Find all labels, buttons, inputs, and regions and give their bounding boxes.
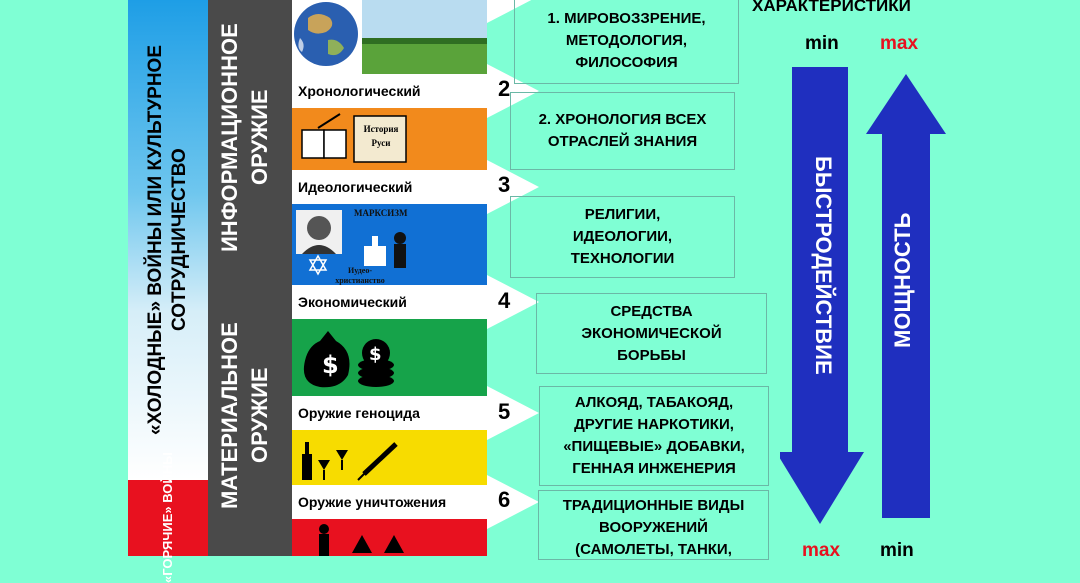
power-label: Мощность bbox=[890, 212, 915, 348]
book-history-illustration bbox=[301, 113, 407, 163]
description-box-5: Алкояд, табакояд, другие наркотики, «пищ… bbox=[539, 386, 769, 486]
priority-number-5: 5 bbox=[498, 399, 511, 424]
characteristics-arrows bbox=[780, 67, 946, 524]
characteristics-title: Характеристики bbox=[752, 0, 911, 15]
svg-text:$: $ bbox=[369, 344, 382, 365]
genocide-weapon-label: Оружие геноцида bbox=[292, 396, 487, 430]
description-3-text: Религии, идеологии, технологии bbox=[570, 206, 675, 267]
worldview-image-tile bbox=[292, 0, 487, 74]
informational-weapon-column: Информационное оружие bbox=[208, 0, 292, 275]
destruction-image-tile bbox=[292, 519, 487, 556]
book-title-text: История Руси bbox=[363, 124, 399, 148]
top-max-label: max bbox=[880, 33, 919, 54]
arrow-2 bbox=[487, 64, 539, 118]
economic-image-tile: $ $ bbox=[292, 319, 487, 399]
description-box-1: 1. Мировоззрение, методология, философия bbox=[514, 0, 739, 84]
material-weapon-column: Материальное оружие bbox=[208, 275, 292, 556]
arrow-1 bbox=[487, 0, 539, 23]
economic-label: Экономический bbox=[292, 285, 487, 319]
ideology-illustration bbox=[296, 210, 406, 276]
priority-number-4: 4 bbox=[498, 288, 511, 313]
speed-down-arrow bbox=[780, 67, 864, 524]
arrow-6 bbox=[487, 475, 539, 529]
judeo-christianity-text: Иудео-христианство bbox=[335, 266, 385, 285]
cold-war-text: «Холодные» войны или культурное сотрудни… bbox=[145, 45, 190, 436]
description-box-2: 2. Хронология всех отраслей знания bbox=[510, 92, 735, 170]
bottom-min-label: min bbox=[880, 540, 914, 561]
svg-text:$: $ bbox=[322, 351, 339, 379]
ideological-label: Идеологический bbox=[292, 170, 487, 204]
priority-number-6: 6 bbox=[498, 487, 511, 512]
ideology-image-tile: Марксизм Иудео-христианство bbox=[292, 204, 487, 290]
informational-weapon-text: Информационное оружие bbox=[217, 23, 272, 252]
marxism-text: Марксизм bbox=[354, 208, 408, 218]
bottom-max-label: max bbox=[802, 540, 841, 561]
top-min-label: min bbox=[805, 33, 839, 54]
power-up-arrow bbox=[866, 74, 946, 518]
description-box-3: Религии, идеологии, технологии bbox=[510, 196, 735, 278]
chronological-label: Хронологический bbox=[292, 74, 487, 108]
weapons-illustration bbox=[319, 524, 404, 556]
description-6-text: Традиционные виды вооружений (самолеты, … bbox=[562, 497, 745, 558]
alcohol-drugs-illustration bbox=[302, 442, 398, 481]
speed-label: Быстродействие bbox=[811, 155, 836, 375]
destruction-weapon-label: Оружие уничтожения bbox=[292, 485, 487, 519]
priority-number-2: 2 bbox=[498, 76, 511, 101]
hot-war-text: «Горячие» войны bbox=[160, 452, 175, 583]
chronology-image-tile: История Руси bbox=[292, 108, 487, 170]
hot-war-column: «Горячие» войны bbox=[128, 453, 208, 583]
arrow-4 bbox=[487, 275, 539, 329]
cold-war-column: «Холодные» войны или культурное сотрудни… bbox=[128, 0, 208, 480]
priority-number-3: 3 bbox=[498, 172, 511, 197]
description-4-text: Средства экономической борьбы bbox=[581, 302, 722, 364]
genocide-image-tile bbox=[292, 430, 487, 486]
description-box-4: Средства экономической борьбы bbox=[536, 293, 767, 374]
money-bag-illustration: $ $ bbox=[303, 331, 394, 388]
description-5-text: Алкояд, табакояд, другие наркотики, «пищ… bbox=[563, 394, 745, 477]
left-margin bbox=[0, 0, 128, 556]
description-2-text: 2. Хронология всех отраслей знания bbox=[538, 111, 707, 150]
earth-landscape-illustration bbox=[292, 0, 487, 74]
material-weapon-text: Материальное оружие bbox=[217, 322, 272, 509]
arrow-5 bbox=[487, 386, 539, 440]
description-box-6: Традиционные виды вооружений (самолеты, … bbox=[538, 490, 769, 560]
description-1-text: 1. Мировоззрение, методология, философия bbox=[547, 10, 706, 71]
